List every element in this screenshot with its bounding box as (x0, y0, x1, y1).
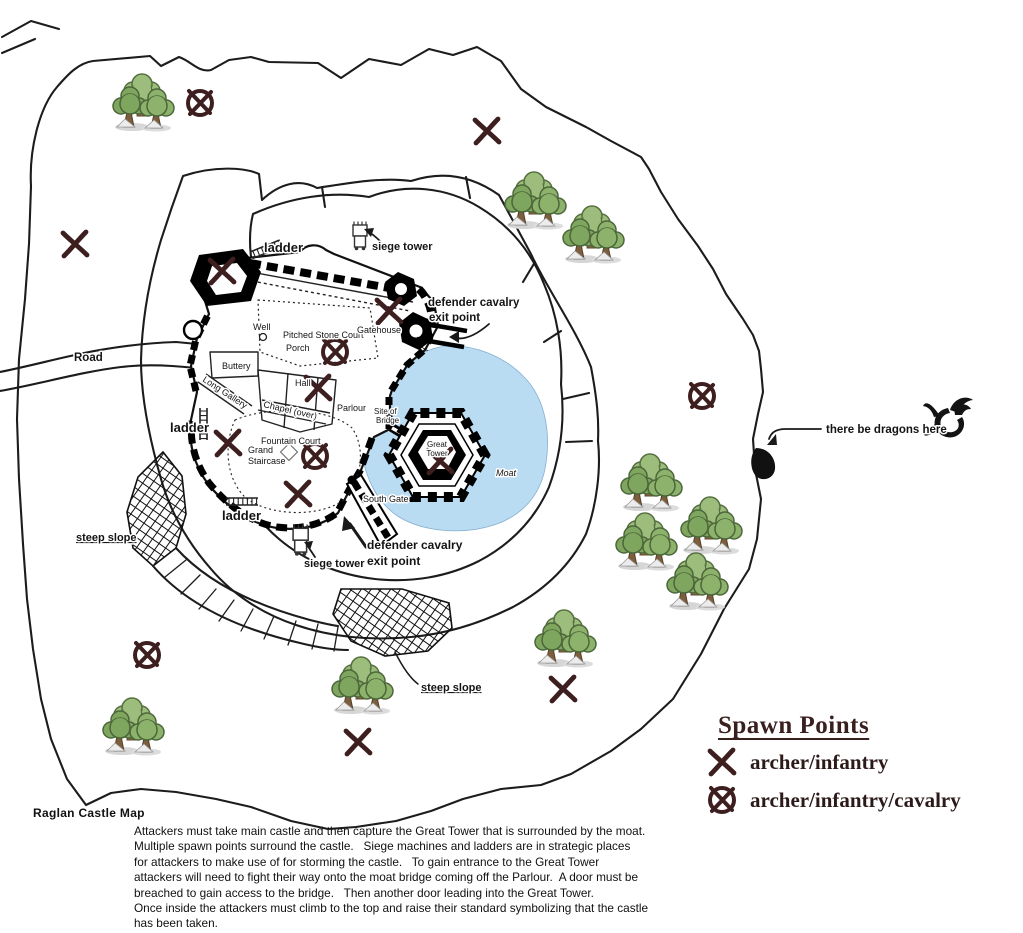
tree-cluster (331, 656, 394, 716)
description-line: Multiple spawn points surround the castl… (134, 839, 631, 854)
label-parlour: Parlour (337, 403, 366, 413)
south-gate-corridor (345, 473, 399, 548)
label-dragons: there be dragons here (826, 424, 947, 436)
label-ladder-top: ladder (264, 240, 303, 255)
label-ladder-left: ladder (170, 420, 209, 435)
tree-cluster (615, 512, 678, 572)
contour-ring-outer (139, 167, 601, 640)
spawn-point-infantry (346, 730, 370, 754)
arrow-dragons (768, 428, 822, 440)
label-ladder-bottom: ladder (222, 508, 261, 523)
legend-item-cavalry: archer/infantry/cavalry (706, 784, 961, 816)
spawn-points-legend: Spawn Points archer/infantry archer/infa… (706, 712, 961, 816)
label-defender-exit-top-2: exit point (429, 312, 480, 324)
annotation-arrows (304, 228, 822, 685)
outer-boundary (15, 45, 765, 831)
tree-cluster (562, 205, 625, 265)
spawn-point-cavalry (186, 89, 214, 117)
tree-cluster (680, 496, 743, 556)
tree-cluster (112, 73, 175, 133)
legend-title: Spawn Points (718, 712, 870, 739)
spawn-point-infantry (551, 677, 575, 701)
label-steep-slope-south: steep slope (421, 682, 482, 694)
spawn-point-cavalry (688, 382, 716, 410)
label-defender-exit-bottom-2: exit point (367, 554, 420, 568)
label-grand-staircase-1: Grand (248, 445, 273, 455)
tree-cluster (666, 552, 729, 612)
label-siege-tower-top: siege tower (372, 241, 433, 253)
steep-slopes (126, 450, 453, 657)
west-tower (182, 319, 204, 341)
label-porch: Porch (286, 343, 310, 353)
spawn-point-infantry (475, 119, 499, 143)
description-line: has been taken. (134, 916, 218, 931)
description-line: Once inside the attackers must climb to … (134, 901, 649, 916)
siege-tower-icon (292, 523, 309, 557)
label-hall: Hall (295, 378, 311, 388)
legend-item-infantry: archer/infantry (706, 747, 961, 777)
legend-item-label: archer/infantry/cavalry (750, 787, 961, 812)
map-description: Attackers must take main castle and then… (134, 824, 674, 932)
contour-connectors (320, 175, 594, 444)
tree-cluster (504, 171, 567, 231)
label-great-tower-2: Tower (426, 449, 448, 458)
label-pitched-stone-court: Pitched Stone Court (283, 330, 364, 340)
map-edge-blob (751, 448, 776, 480)
description-line: for attackers to make use of for stormin… (134, 854, 600, 869)
northwest-tower (190, 249, 261, 306)
tree-cluster (534, 609, 597, 669)
spawn-point-cavalry (133, 641, 161, 669)
slope-rib-band (151, 546, 350, 652)
label-south-gate: South Gate (363, 494, 409, 504)
terrain-contours (0, 19, 765, 831)
spawn-point-infantry (63, 232, 87, 256)
tree-cluster (620, 453, 683, 513)
page-title: Raglan Castle Map (33, 806, 145, 820)
label-steep-slope-west: steep slope (76, 532, 137, 544)
label-road: Road (74, 352, 103, 364)
description-line: Attackers must take main castle and then… (134, 824, 646, 838)
label-fountain-court: Fountain Court (261, 436, 321, 446)
label-well: Well (253, 322, 270, 332)
well-circle (258, 332, 268, 342)
tree-cluster (102, 697, 165, 757)
label-great-tower-1: Great (427, 440, 448, 449)
label-siege-tower-bottom: siege tower (304, 558, 365, 570)
x-mark-icon (706, 747, 738, 777)
label-grand-staircase-2: Staircase (248, 456, 286, 466)
x-circle-mark-icon (708, 786, 736, 814)
description-line: breached to gain access to the bridge. T… (134, 885, 594, 900)
siege-tower-icon (352, 220, 368, 252)
label-site-of-bridge-1: Site of (374, 407, 397, 416)
dragon-icon (923, 397, 973, 438)
gatehouse-towers (385, 272, 468, 350)
legend-item-label: archer/infantry (750, 749, 889, 774)
steep-slope-south (332, 588, 453, 657)
label-defender-exit-top-1: defender cavalry (428, 297, 520, 309)
leader-steep-slope (394, 651, 419, 685)
label-gatehouse: Gatehouse (357, 325, 401, 335)
great-tower (383, 408, 491, 502)
contour-fragment (0, 19, 61, 55)
description-line: attackers will need to fight their way o… (134, 870, 639, 885)
label-buttery: Buttery (222, 361, 251, 371)
label-site-of-bridge-2: Bridge (376, 416, 400, 425)
grand-staircase-marker (279, 442, 299, 462)
label-moat: Moat (496, 468, 517, 478)
label-defender-exit-bottom-1: defender cavalry (367, 538, 463, 552)
